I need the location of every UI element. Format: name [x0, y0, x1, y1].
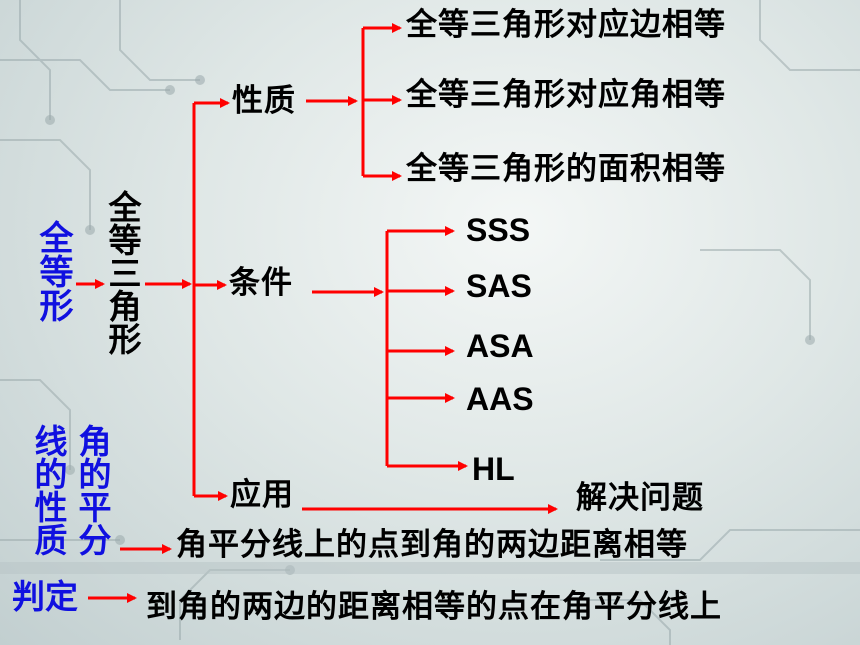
- bisector-judge-label: 判定: [12, 577, 78, 616]
- branch-condition: 条件: [229, 265, 293, 301]
- condition-item: SAS: [466, 268, 532, 304]
- sub-label: 全等三角形: [103, 190, 142, 355]
- application-result: 解决问题: [576, 480, 704, 516]
- property-item: 全等三角形对应角相等: [406, 77, 726, 113]
- property-item: 全等三角形的面积相等: [406, 151, 726, 187]
- bisector-judge-text: 到角的两边的距离相等的点在角平分线上: [146, 589, 722, 625]
- root-label: 全等形: [33, 220, 73, 322]
- bisector-column-right: 角的平分: [73, 424, 112, 556]
- condition-item: AAS: [466, 381, 534, 417]
- property-item: 全等三角形对应边相等: [406, 7, 726, 43]
- bisector-property-text: 角平分线上的点到角的两边距离相等: [176, 527, 688, 563]
- branch-property: 性质: [232, 83, 296, 119]
- bisector-column-left: 线的性质: [29, 424, 68, 556]
- condition-item: SSS: [466, 212, 531, 248]
- branch-application: 应用: [230, 477, 294, 513]
- condition-item: ASA: [466, 328, 534, 364]
- condition-item: HL: [472, 451, 515, 487]
